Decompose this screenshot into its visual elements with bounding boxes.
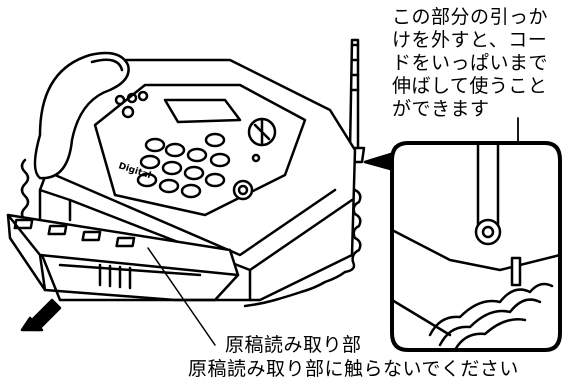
leader-reader — [147, 247, 216, 346]
reader-label: 原稿読み取り部 — [225, 334, 362, 356]
callout-text: この部分の引っか けを外すと、コー ドをいっぱいまで 伸ばして使うこと ができま… — [392, 6, 548, 121]
warning-label: 原稿読み取り部に触らないでください — [188, 358, 519, 380]
coil-cord-right — [243, 188, 362, 308]
callout-line: この部分の引っか — [392, 6, 549, 28]
callout-line: けを外すと、コー — [392, 29, 548, 51]
callout-line: 伸ばして使うこと — [392, 75, 548, 97]
handset — [33, 51, 130, 180]
keypad — [136, 132, 231, 199]
arrow-icon — [20, 298, 62, 332]
zoom-inset — [390, 141, 562, 352]
callout-line: ができます — [392, 98, 490, 120]
callout-line: ドをいっぱいまで — [392, 52, 549, 74]
document-reader — [6, 213, 240, 302]
